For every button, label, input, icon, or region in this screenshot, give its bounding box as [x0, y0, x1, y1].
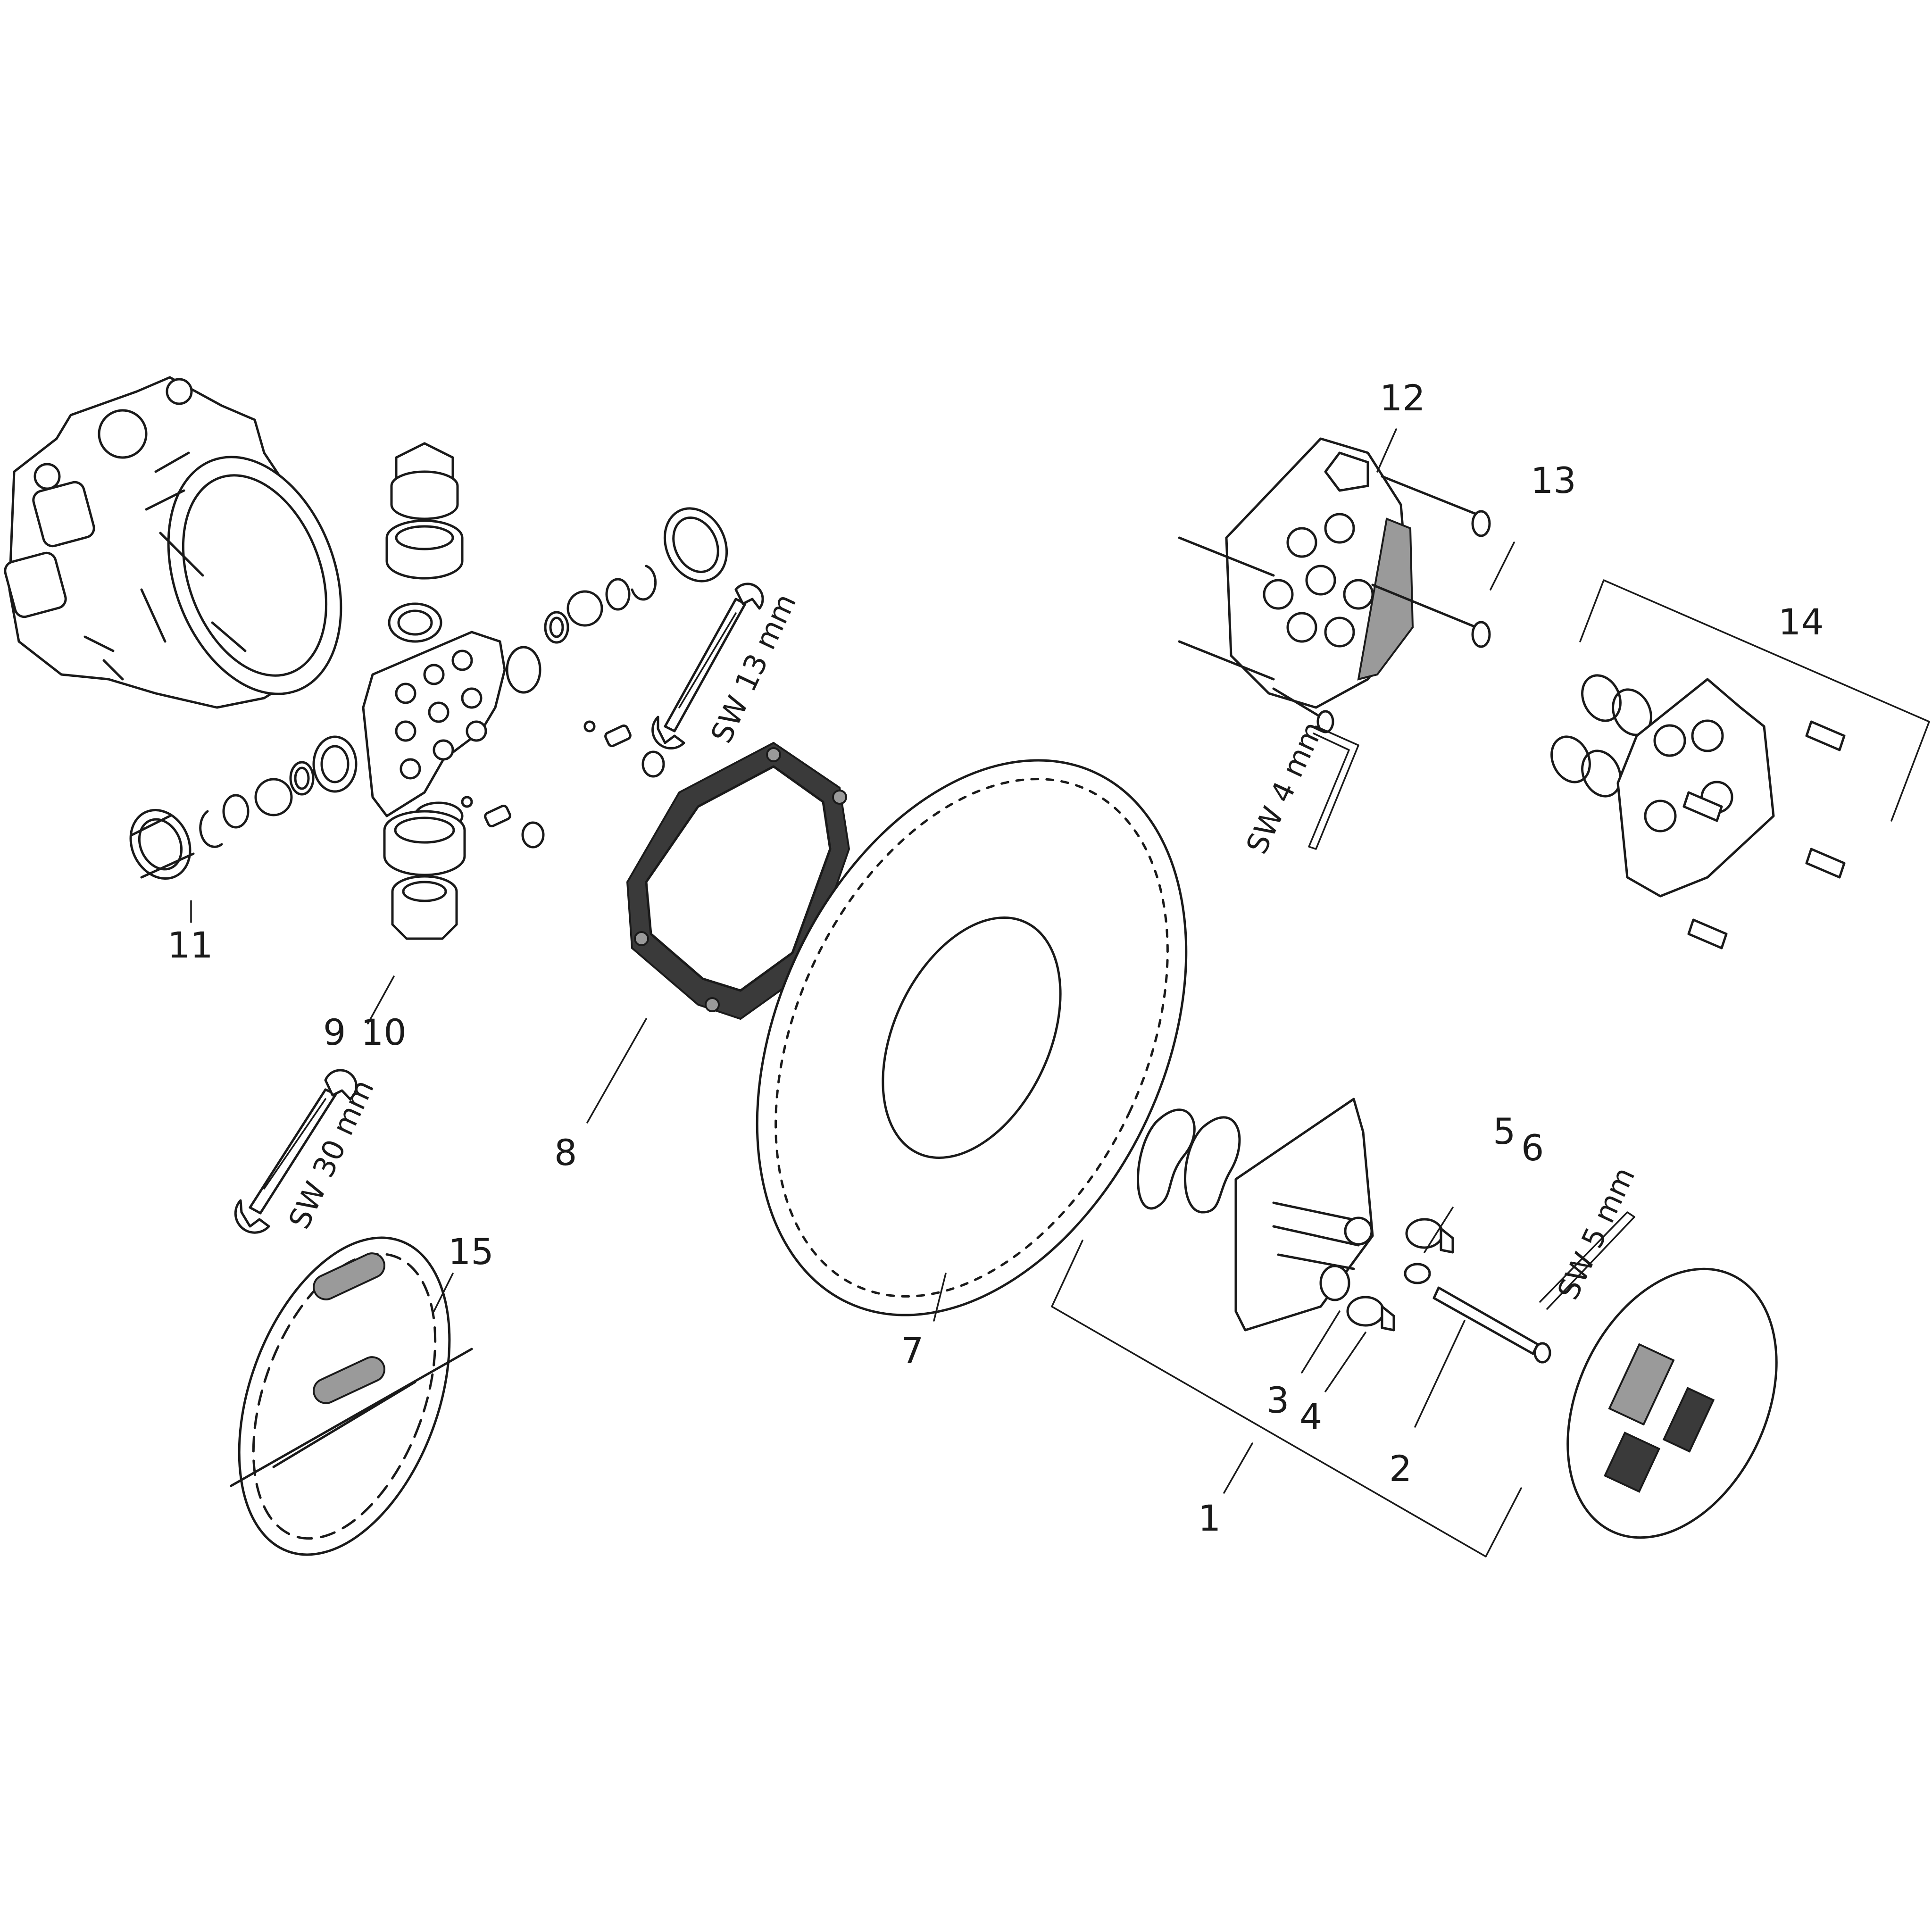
installation-box	[4, 376, 342, 709]
position-label-13: 13	[1531, 459, 1576, 501]
bottom-seal-ring	[383, 810, 466, 876]
position-label-15: 15	[448, 1231, 494, 1273]
washer-and-screw	[1404, 1263, 1551, 1364]
plaster-guard	[230, 1236, 473, 1556]
position-label-12: 12	[1380, 377, 1425, 419]
position-label-9: 9	[323, 1011, 346, 1053]
cartridge-screws	[1178, 475, 1491, 733]
adapter-plate	[1616, 678, 1775, 898]
mounting-frame	[626, 741, 850, 1020]
wrench-sw13	[651, 583, 764, 749]
right-clip-and-ball	[544, 565, 657, 644]
position-label-7: 7	[901, 1330, 924, 1372]
leader-lines	[190, 428, 1515, 1494]
left-clip-and-ball	[199, 761, 315, 848]
cartridge-body	[1225, 437, 1414, 709]
tool-label-sw4: SW 4 mm	[1239, 716, 1330, 859]
position-label-1: 1	[1198, 1497, 1221, 1539]
small-check-valve-upper	[583, 720, 665, 778]
position-label-11: 11	[167, 924, 213, 966]
valve-body	[312, 602, 541, 831]
allen-key-sw5	[1539, 1211, 1635, 1310]
small-check-valve-lower	[461, 796, 545, 849]
valve-assembly-bracket	[1051, 1240, 1522, 1557]
wrench-sw30	[234, 1069, 358, 1234]
adapter-plate-bracket	[1579, 579, 1930, 822]
gaskets	[1137, 1108, 1241, 1214]
bottom-nut	[391, 875, 458, 940]
protective-sticker-disc	[1566, 1267, 1778, 1539]
tool-label-sw5: SW 5 mm	[1550, 1162, 1641, 1305]
allen-key-sw4	[1308, 725, 1359, 850]
check-valve-part-5-6	[1405, 1218, 1454, 1254]
check-valve-part-3-4	[1346, 1296, 1395, 1332]
position-label-3: 3	[1266, 1379, 1289, 1421]
position-label-4: 4	[1299, 1396, 1322, 1438]
position-label-10: 10	[361, 1011, 407, 1053]
position-label-2: 2	[1389, 1448, 1412, 1490]
right-sleeve	[663, 507, 728, 583]
cover-plate-rosette	[756, 759, 1188, 1316]
top-seal-ring	[385, 519, 464, 580]
adapter-screws	[1682, 720, 1846, 949]
position-label-14: 14	[1778, 601, 1824, 643]
left-sleeve	[129, 808, 195, 880]
position-label-8: 8	[554, 1132, 577, 1174]
valve-unit	[1234, 1098, 1374, 1332]
top-cap	[390, 442, 459, 520]
position-label-6: 6	[1521, 1127, 1544, 1169]
position-label-5: 5	[1493, 1110, 1516, 1152]
tool-label-sw13: SW 13 mm	[704, 589, 803, 749]
